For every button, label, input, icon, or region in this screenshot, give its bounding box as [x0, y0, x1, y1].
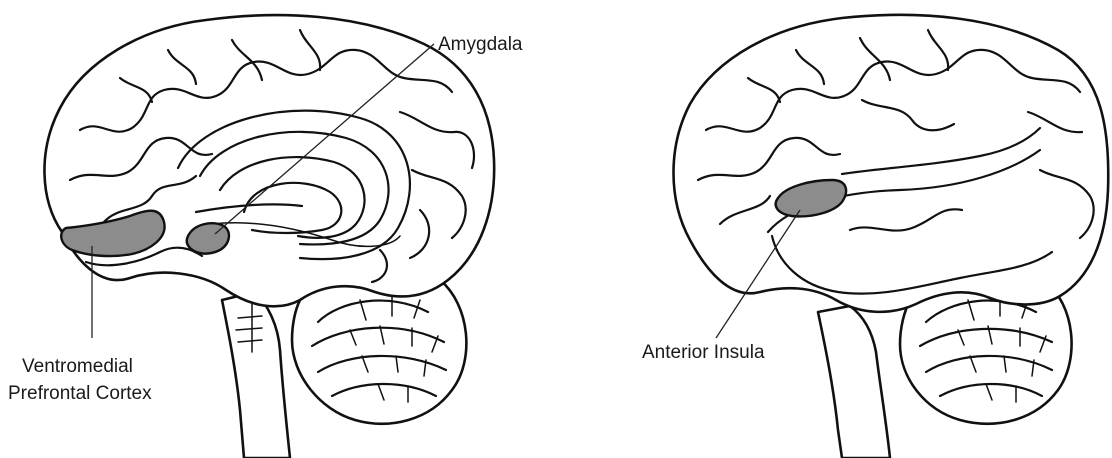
anterior-insula-label: Anterior Insula: [642, 342, 765, 363]
amygdala-label: Amygdala: [438, 34, 523, 55]
vmpfc-label-line1: Ventromedial: [22, 356, 133, 377]
left-brain-medial-view: Amygdala Ventromedial Prefrontal Cortex: [8, 15, 523, 458]
right-brainstem: [818, 306, 890, 458]
vmpfc-label-line2: Prefrontal Cortex: [8, 383, 152, 404]
right-brain-lateral-view: Anterior Insula: [642, 15, 1108, 458]
right-cerebrum-outline: [674, 15, 1109, 312]
